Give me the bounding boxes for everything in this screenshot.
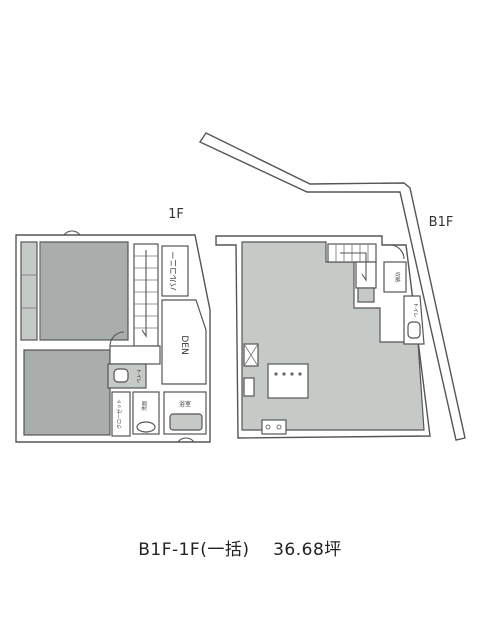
kitchen-island-dots	[274, 372, 302, 376]
kitchen-sink-counter	[261, 419, 287, 435]
toilet-label-1f: トイレ	[135, 368, 141, 383]
kitchen-island	[267, 363, 309, 399]
room-lower-left	[23, 349, 111, 436]
room-upper-left	[39, 241, 129, 341]
toilet-fixture-b1f-icon	[407, 321, 421, 339]
storage-strip	[20, 241, 38, 341]
stair-treads-1f	[134, 250, 158, 338]
bathtub-icon	[169, 413, 203, 431]
retaining-wall	[198, 132, 466, 441]
door-arc-1f-a	[109, 331, 125, 347]
closet-label: クローゼット	[116, 399, 123, 429]
toilet-fixture-icon	[113, 368, 129, 383]
bath-label: 浴室	[179, 400, 191, 408]
entrance-door-arc	[63, 230, 81, 236]
den-label: DEN	[179, 335, 189, 354]
balcony-label: バルコニー	[169, 251, 178, 291]
floor-1f: バルコニー DEN トイレ クローゼット 洗面 浴室 1F	[15, 207, 211, 443]
storage-room	[383, 261, 407, 293]
floor-plan: バルコニー DEN トイレ クローゼット 洗面 浴室 1F	[15, 132, 466, 443]
plan-caption: B1F-1F(一括) 36.68坪	[0, 535, 480, 560]
plan-area: 36.68坪	[273, 540, 342, 560]
plan-type: B1F-1F(一括)	[138, 540, 250, 560]
balcony-area	[161, 245, 189, 297]
floor-label-1f: 1F	[168, 207, 184, 222]
door-arc-1f-b	[177, 437, 195, 443]
toilet-label-b1f: トイレ	[412, 302, 418, 317]
door-arc-b1f	[389, 244, 405, 260]
closet-room	[111, 391, 131, 437]
equipment-small	[243, 377, 255, 397]
storage-box	[357, 287, 375, 303]
floor-b1f: 収納 トイレ B1F	[198, 132, 466, 441]
den-room	[161, 299, 207, 385]
hallway-1f	[109, 345, 161, 365]
storage-label: 収納	[394, 272, 401, 282]
washroom-label: 洗面	[141, 401, 148, 411]
floor-label-b1f: B1F	[429, 215, 454, 230]
wash-basin-icon	[136, 421, 156, 433]
